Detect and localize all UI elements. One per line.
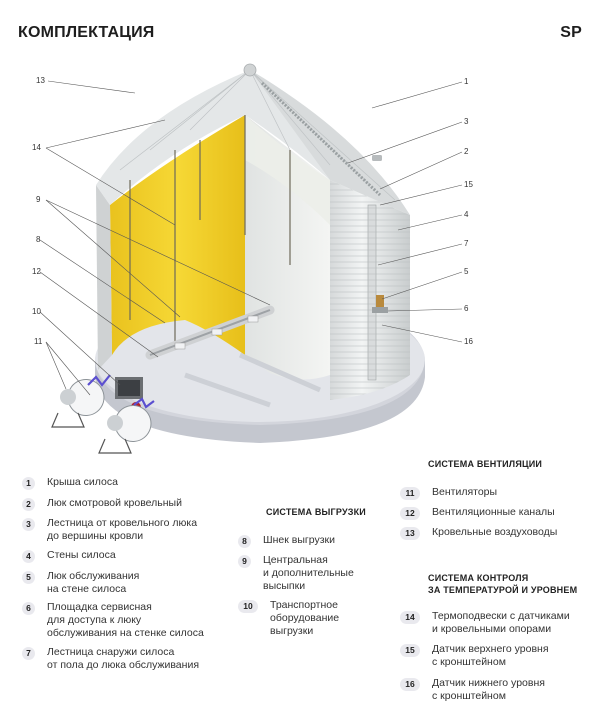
callout-15: 15 <box>464 180 473 189</box>
callout-14: 14 <box>32 143 41 152</box>
control-section-title: СИСТЕМА КОНТРОЛЯ ЗА ТЕМПЕРАТУРОЙ И УРОВН… <box>428 573 578 595</box>
callout-9: 9 <box>36 195 41 204</box>
service-platform <box>372 307 388 313</box>
callout-13: 13 <box>36 76 45 85</box>
callout-2: 2 <box>464 147 469 156</box>
callout-1: 1 <box>464 77 469 86</box>
callout-8: 8 <box>36 235 41 244</box>
grain-interior <box>110 115 245 355</box>
callout-7: 7 <box>464 239 469 248</box>
page-title: КОМПЛЕКТАЦИЯ <box>18 24 155 41</box>
callout-numbers: 13 1 3 2 15 14 4 9 7 8 5 6 12 16 10 11 <box>32 76 473 346</box>
unloading-section-title: СИСТЕМА ВЫГРУЗКИ <box>266 507 366 517</box>
silo-roof <box>96 63 410 215</box>
unloading-auger <box>145 305 275 360</box>
callout-6: 6 <box>464 304 469 313</box>
brand-logo: SP <box>560 24 582 41</box>
callout-5: 5 <box>464 267 469 276</box>
ventilation-section-title: СИСТЕМА ВЕНТИЛЯЦИИ <box>428 459 543 469</box>
fan-2 <box>98 405 152 454</box>
callout-11: 11 <box>34 337 43 346</box>
thermo-cables <box>129 115 291 350</box>
callout-10: 10 <box>32 307 41 316</box>
fan-1 <box>51 379 105 428</box>
callout-12: 12 <box>32 267 41 276</box>
callout-16: 16 <box>464 337 473 346</box>
silo-left-wall <box>96 185 112 370</box>
callout-4: 4 <box>464 210 469 219</box>
outer-ladder <box>367 204 377 381</box>
callout-3: 3 <box>464 117 469 126</box>
ventilation-channels <box>184 352 322 408</box>
airflow-arrows <box>87 374 155 409</box>
service-hatch <box>376 295 384 307</box>
callout-leaders <box>39 80 463 396</box>
silo-diagram: 13 1 3 2 15 14 4 9 7 8 5 6 12 16 10 11 <box>32 63 473 454</box>
